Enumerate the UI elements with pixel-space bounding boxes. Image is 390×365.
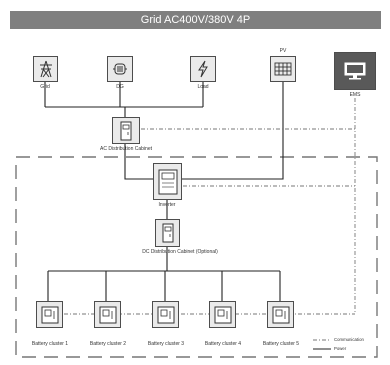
battery-cluster-node: [94, 301, 121, 328]
battery-cluster-node: [267, 301, 294, 328]
cabinet-icon: [162, 223, 173, 243]
ems-node: [334, 52, 376, 90]
pv-node: [270, 56, 296, 82]
system-boundary: [15, 156, 378, 358]
battery-rack-icon: [99, 306, 116, 323]
battery-cluster-node: [152, 301, 179, 328]
power-line-pv-to-inverter: [182, 82, 284, 180]
inverter-label: Inverter: [158, 202, 176, 208]
battery-rack-icon: [41, 306, 58, 323]
dg-node: [107, 56, 133, 82]
legend-communication-label: Communication: [334, 337, 364, 342]
transmission-tower-icon: [39, 60, 52, 78]
legend-power-label: Power: [334, 346, 347, 351]
battery-cluster-label: Battery cluster 1: [31, 341, 69, 347]
grid-node: [33, 56, 58, 82]
battery-rack-icon: [214, 306, 231, 323]
battery-cluster-label: Battery cluster 2: [89, 341, 127, 347]
power-line-ac-to-inverter: [124, 144, 153, 180]
battery-cluster-label: Battery cluster 3: [147, 341, 185, 347]
load-label: Load: [197, 84, 209, 90]
battery-rack-icon: [272, 306, 289, 323]
battery-cluster-node: [36, 301, 63, 328]
inverter-node: [153, 163, 182, 200]
dg-label: DG: [116, 84, 124, 90]
battery-cluster-label: Battery cluster 4: [204, 341, 242, 347]
load-node: [190, 56, 216, 82]
dc-cabinet-node: [155, 219, 180, 247]
monitor-icon: [344, 62, 366, 80]
battery-cluster-node: [209, 301, 236, 328]
battery-rack-icon: [157, 306, 174, 323]
generator-icon: [113, 63, 127, 75]
pv-label: PV: [279, 48, 287, 54]
ems-label: EMS: [349, 92, 361, 98]
dc-cabinet-label: DC Distribution Cabinet (Optional): [142, 249, 218, 255]
cabinet-icon: [120, 121, 132, 140]
grid-label: Grid: [40, 84, 50, 90]
battery-cluster-label: Battery cluster 5: [262, 341, 300, 347]
solar-panel-icon: [274, 62, 292, 76]
ac-cabinet-label: AC Distribution Cabinet: [100, 146, 152, 152]
diagram-title: Grid AC400V/380V 4P: [10, 11, 381, 29]
lightning-bolt-icon: [198, 60, 208, 78]
inverter-icon: [158, 169, 177, 194]
ac-cabinet-node: [112, 117, 140, 144]
